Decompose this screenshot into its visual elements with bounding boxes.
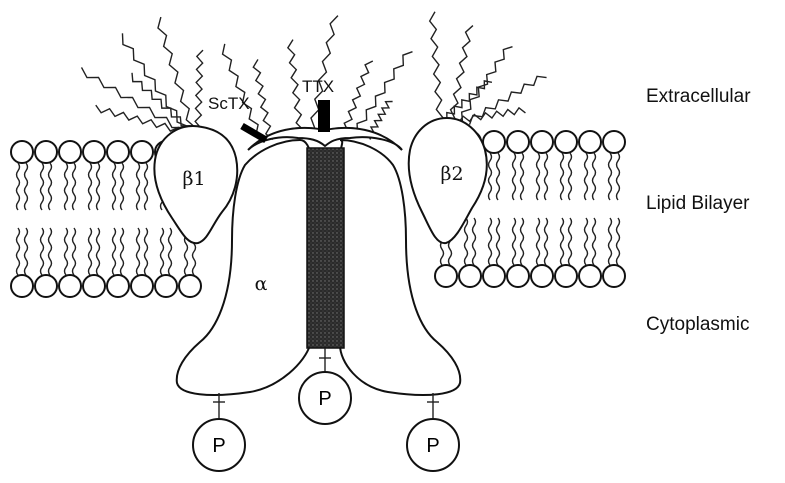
glycan-chain [430, 12, 443, 118]
cytoplasmic-label: Cytoplasmic [646, 314, 749, 335]
p-label: P [212, 435, 225, 457]
lipid-molecule [579, 131, 601, 287]
p-label: P [426, 435, 439, 457]
sctx-label: ScTX [208, 94, 250, 113]
beta1-label: β1 [182, 168, 205, 190]
glycan-chain [195, 50, 203, 128]
alpha-label: α [255, 273, 268, 295]
ttx-toxin: TTX [302, 77, 334, 132]
extracellular-label: Extracellular [646, 86, 751, 107]
glycan-chain [288, 40, 303, 130]
lipid-molecule [107, 141, 129, 297]
lipid-molecule [35, 141, 57, 297]
lipid-molecule [59, 141, 81, 297]
glycan-chain [253, 59, 273, 139]
p-label: P [318, 388, 331, 410]
ttx-label: TTX [302, 77, 334, 96]
phospho-site-right: P [407, 393, 459, 471]
pore [307, 148, 344, 348]
phospho-site-left: P [193, 393, 245, 471]
lipid-molecule [507, 131, 529, 287]
lipid-molecule [603, 131, 625, 287]
lipid-bilayer-label: Lipid Bilayer [646, 193, 750, 214]
beta1-subunit: β1 [154, 126, 237, 243]
glycan-chain [462, 47, 513, 122]
lipid-molecule [83, 141, 105, 297]
lipid-molecule [555, 131, 577, 287]
lipid-molecule [531, 131, 553, 287]
glycan-chain [344, 61, 373, 131]
lipid-molecule [131, 141, 153, 297]
glycan-chain [470, 76, 547, 124]
beta2-label: β2 [440, 163, 463, 185]
lipid-molecule [11, 141, 33, 297]
